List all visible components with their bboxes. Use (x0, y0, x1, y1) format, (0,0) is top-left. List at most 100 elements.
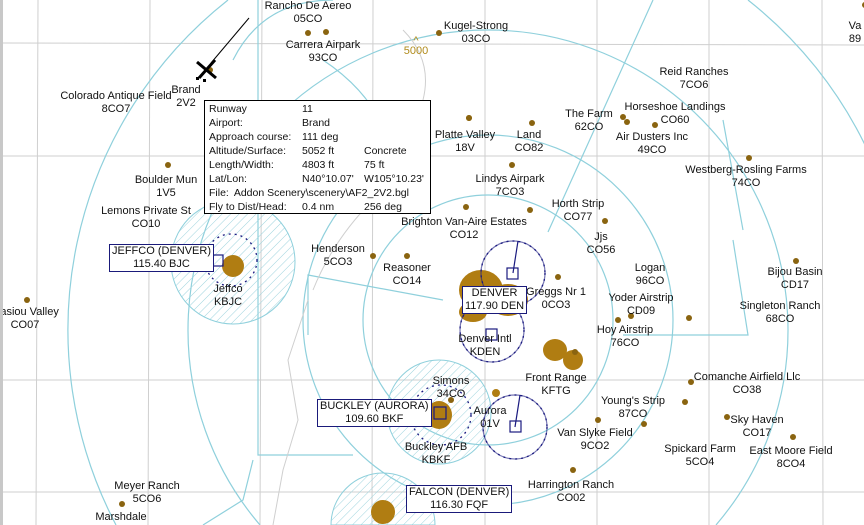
airport-ident: CO10 (131, 218, 161, 230)
airport-marker-icon[interactable] (624, 119, 630, 125)
navaid-freq: 116.30 FQF (430, 499, 489, 511)
airport-ident: CO07 (10, 319, 40, 331)
airport-marker-icon[interactable] (404, 253, 410, 259)
vor-navaid-box[interactable]: FALCON (DENVER)116.30 FQF (406, 485, 513, 513)
airport-marker-icon[interactable] (24, 297, 30, 303)
airport-marker-icon[interactable] (686, 315, 692, 321)
vor-navaid-box[interactable]: JEFFCO (DENVER)115.40 BJC (109, 244, 214, 272)
airport-marker-icon[interactable] (652, 122, 658, 128)
airport-marker-icon[interactable] (628, 313, 634, 319)
airport-marker-icon[interactable] (746, 155, 752, 161)
airport-marker-icon[interactable] (570, 467, 576, 473)
airport-ident: 18V (455, 142, 475, 154)
airport-marker-icon[interactable] (529, 120, 535, 126)
airplane-icon[interactable] (196, 17, 250, 82)
airport-marker-icon[interactable] (165, 162, 171, 168)
vor-navaid-box[interactable]: BUCKLEY (AURORA)109.60 BKF (317, 399, 432, 427)
airport-marker-icon[interactable] (436, 30, 442, 36)
airport-marker-icon[interactable] (555, 274, 561, 280)
airport-marker-icon[interactable] (466, 115, 472, 121)
airport-marker-icon[interactable] (370, 253, 376, 259)
navaid-freq: 115.40 BJC (133, 258, 190, 270)
airport-marker-icon[interactable] (682, 399, 688, 405)
airport-name: Lindys Airpark (475, 173, 545, 185)
airport-name: Horth Strip (551, 198, 605, 210)
airport-marker-icon[interactable] (602, 218, 608, 224)
airport-ident: 93CO (308, 52, 338, 64)
airport-marker-icon[interactable] (641, 421, 647, 427)
airport-marker-icon[interactable] (793, 258, 799, 264)
airport-marker-icon[interactable] (305, 30, 311, 36)
tooltip-label: Altitude/Surface: (209, 145, 287, 157)
airport-marker-icon[interactable] (463, 204, 469, 210)
airport-marker-icon[interactable] (572, 349, 578, 355)
airport-ident: 5CO6 (132, 493, 162, 505)
airport-marker-icon[interactable] (620, 114, 626, 120)
airport-marker-icon[interactable] (527, 207, 533, 213)
navaid-name: DENVER (471, 287, 518, 299)
airport-ident: 89 (848, 33, 862, 45)
airport-name: Brighton Van-Aire Estates (401, 216, 527, 228)
airport-marker-icon[interactable] (119, 501, 125, 507)
airport-marker-icon[interactable] (448, 397, 454, 403)
airport-ident: 34CO (436, 388, 466, 400)
airport-marker-icon[interactable] (615, 317, 621, 323)
airport-marker-icon[interactable] (509, 162, 515, 168)
airport-marker-icon[interactable] (595, 417, 601, 423)
airport-marker-icon[interactable] (688, 379, 694, 385)
airport-name: Logan (634, 262, 666, 274)
airport-marker-icon[interactable] (724, 414, 730, 420)
airport-name: Singleton Ranch (739, 300, 821, 312)
airport-marker-icon[interactable] (323, 29, 329, 35)
airport-name: Simons (432, 375, 470, 387)
airport-marker-icon[interactable] (790, 434, 796, 440)
airport-label[interactable]: Marshdale (95, 511, 146, 524)
airport-name: Reid Ranches (659, 66, 729, 78)
